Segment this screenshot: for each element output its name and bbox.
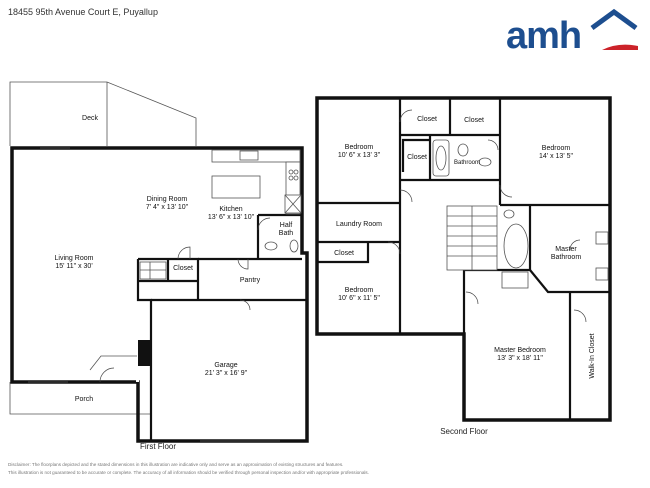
garage-label: Garage [214,362,237,369]
disclaimer-line-1: Disclaimer: The floorplans depicted and … [8,462,344,467]
closet-c-label: Closet [407,154,427,161]
master-bath-label: Master [555,246,577,253]
bedroom1-label: Bedroom [345,144,374,151]
walk-in-closet-label: Walk-In Closet [589,333,596,378]
bedroom3-dims: 10' 6" x 11' 5" [338,295,380,302]
master-bedroom-label: Master Bedroom [494,347,546,354]
master-bath-label-2: Bathroom [551,254,582,261]
bedroom2-label: Bedroom [542,145,571,152]
bathroom-label: Bathroom [454,160,480,166]
master-bedroom-dims: 13' 3" x 18' 11" [497,355,543,362]
living-room-dims: 15' 11" x 30' [55,263,92,270]
amh-logo-text: amh [506,15,581,54]
second-floor: Bedroom 10' 6" x 13' 3" Closet Closet Cl… [315,96,612,436]
first-floor: Deck Dining Room 7' 4" x 13' 10" Kitchen… [9,81,309,451]
half-bath-label-2: Bath [279,230,294,237]
garage-dims: 21' 3" x 16' 9" [205,370,248,377]
kitchen-dims: 13' 6" x 13' 10" [208,214,255,221]
first-floor-caption: First Floor [140,442,176,451]
kitchen-label: Kitchen [219,206,242,213]
disclaimer-line-2: This illustration is not guaranteed to b… [8,470,369,475]
second-floor-caption: Second Floor [440,427,488,436]
closet-d-label: Closet [334,250,354,257]
living-room-label: Living Room [55,255,94,262]
half-bath-label: Half [280,222,293,229]
bedroom2-dims: 14' x 13' 5" [539,153,573,160]
closet-label: Closet [173,265,193,272]
laundry-room-label: Laundry Room [336,221,382,228]
closet-a-label: Closet [417,116,437,123]
bedroom3-label: Bedroom [345,287,374,294]
dining-room-label: Dining Room [147,196,188,203]
closet-b-label: Closet [464,117,484,124]
roof-icon [590,8,638,31]
deck-outline [9,81,197,146]
pantry-label: Pantry [240,277,261,284]
roof-swoosh-icon [602,44,638,50]
first-floor-exterior-walls [10,146,309,443]
deck-label: Deck [82,115,98,122]
property-address: 18455 95th Avenue Court E, Puyallup [8,7,158,17]
disclaimer: Disclaimer: The floorplans depicted and … [8,461,568,477]
bedroom1-dims: 10' 6" x 13' 3" [338,152,381,159]
second-floor-exterior-walls [315,96,612,422]
amh-logo: amh [506,8,638,54]
porch-label: Porch [75,396,93,403]
dining-room-dims: 7' 4" x 13' 10" [146,204,189,211]
